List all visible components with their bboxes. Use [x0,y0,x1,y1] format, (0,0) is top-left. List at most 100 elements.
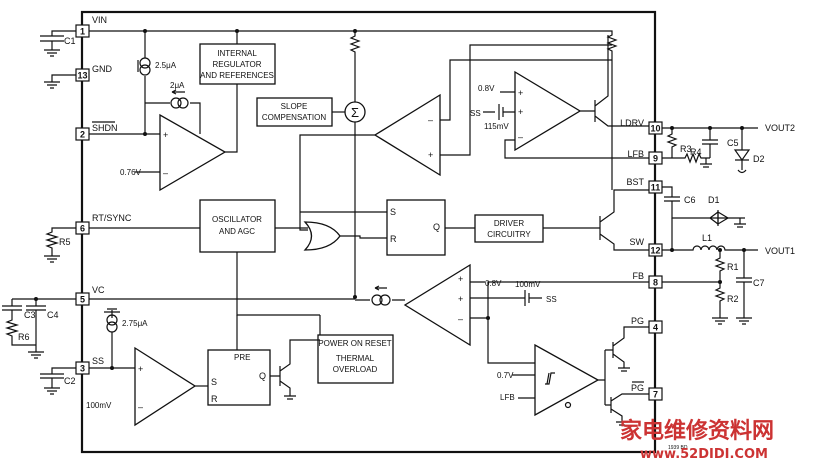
ss-amp-plus: + [138,364,143,374]
ldo-amplifier [514,70,582,152]
i-2p75ua-label: 2.75μA [122,319,148,328]
pre-title: PRE [234,353,250,362]
c3-label: C3 [24,310,36,320]
node-fb-ext [718,280,722,284]
gm-source-b [379,294,391,306]
node-sum-vc [353,295,357,299]
i25-source-a [139,57,151,69]
vin-rail [89,30,618,100]
pin-vc-number: 5 [80,295,85,305]
ldo-fb-wire [504,139,649,159]
i2-arrow [171,89,185,95]
pin-gnd-label: GND [92,64,113,74]
pin-vin-number: 1 [80,27,85,37]
node-vout1-b [742,248,746,252]
pin-vc-label: VC [92,285,105,295]
pin-ldrv-label: LDRV [620,118,644,128]
v-100mv-low-label: 100mV [86,401,112,410]
ea-plus-a: + [458,274,463,284]
d1-diode [717,210,730,226]
watermark-cn: 家电维修资料网 [620,418,774,444]
ss-top-label: SS [470,109,481,118]
pin-ss-number: 3 [80,364,85,374]
l1-inductor [662,245,758,251]
v-07-label: 0.7V [497,371,514,380]
d1-label: D1 [708,195,720,205]
watermark-url: www.52DIDI.COM [640,447,768,462]
pre-s: S [211,377,217,387]
csa-minus: – [428,115,433,125]
pin-rt-number: 6 [80,224,85,234]
pin-lfb-number: 9 [653,154,658,164]
sum-symbol: Σ [351,105,359,120]
r5-label: R5 [59,237,71,247]
i2-wires [144,86,201,134]
figure-code: 1939 BD [668,445,688,451]
or-out [340,235,387,239]
pin-pg-number: 4 [653,323,658,333]
i275-top [104,308,120,313]
ldo-inputs [483,91,515,120]
v-08-top-label: 0.8V [478,84,495,93]
l1-label: L1 [702,233,712,243]
pre-out-transistor [236,315,320,400]
vc-compensation-network [2,298,76,359]
pin-ss-label: SS [92,356,104,366]
vc-node [34,297,38,301]
c1-label: C1 [64,36,76,46]
r3-label: R3 [680,144,692,154]
pin-ldrv-number: 10 [650,124,660,134]
v-076-label: 0.76V [120,168,142,177]
pg-inputs [487,318,535,399]
latch-s: S [390,207,396,217]
node-vout2-a [670,126,674,130]
ldrv-transistor [580,35,649,127]
vout2-label: VOUT2 [765,123,795,133]
c2-label: C2 [64,376,76,386]
bst-network [662,186,746,228]
pg-invert-bubble [564,401,572,409]
vout1-label: VOUT1 [765,246,795,256]
ldo-minus: – [518,132,523,142]
pg-transistor [612,326,649,372]
i2-source-b [177,97,189,109]
pin-fb-label: FB [632,271,644,281]
v-08-mid-label: 0.8V [485,279,502,288]
v-115mv-label: 115mV [484,122,509,131]
pin-rt-label: RT/SYNC [92,213,132,223]
d2-diode [733,128,751,174]
i-2p5ua-label: 2.5μA [155,61,177,70]
pin-shdn-label: SHDN [92,123,118,133]
oscillator-block [199,199,276,253]
lfb-in-label: LFB [500,393,515,402]
pin-bst-number: 11 [651,183,661,193]
pg-comp-out [598,349,613,406]
internal-regulator-block [199,43,276,85]
pre-r: R [211,394,218,404]
latch-r: R [390,234,397,244]
pin-shdn-number: 2 [80,130,85,140]
gm-source-a [371,294,383,306]
rs-latch [386,199,446,256]
pgbar-transistor [610,393,649,426]
pin-vin-label: VIN [92,15,107,25]
shdn-comp-plus: + [163,130,168,140]
or-gate [303,221,341,251]
pin-pgbar-label: PG [631,383,644,393]
gnd-ground [44,74,76,89]
node-vout1-a [718,248,722,252]
pre-latch [207,349,271,406]
sum-pullup-resistor [349,31,361,104]
node-vout2-b [708,126,712,130]
pin-bst-label: BST [626,177,644,187]
ldo-output-network [662,127,758,168]
i275-source-a [106,314,118,326]
ea-inputs [470,281,649,319]
pin-sw-label: SW [630,237,645,247]
pin-pg-label: PG [631,316,644,326]
latch-wires [300,211,475,229]
r6-label: R6 [18,332,30,342]
